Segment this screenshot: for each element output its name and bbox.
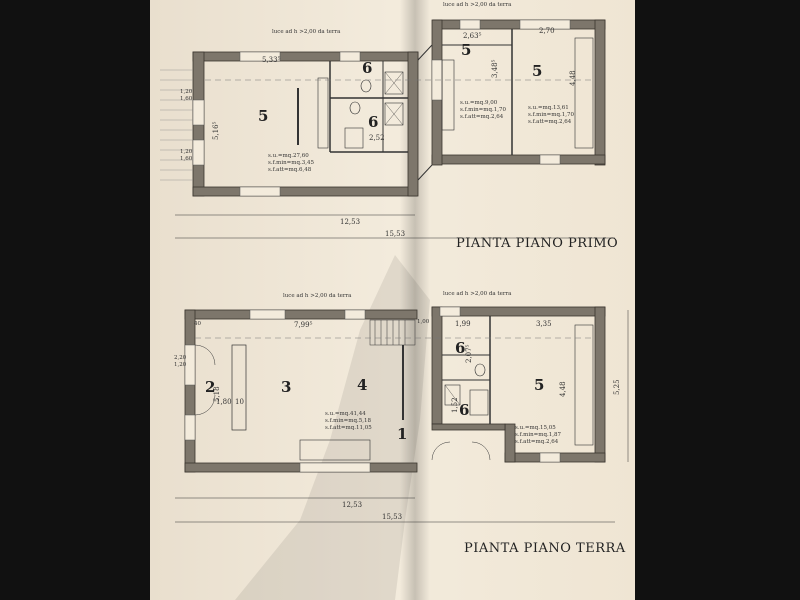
dimension-label: 2,63⁵ <box>463 32 482 40</box>
dimension-label: 1,99 <box>455 320 471 328</box>
room-number: 5 <box>461 41 472 59</box>
dimension-label: 4,48 <box>569 70 577 86</box>
ground-floor-plan <box>175 306 629 523</box>
dimension-label: 1,20 <box>180 149 193 155</box>
area-stats: s.u.=mq.41,44 s.f.min=mq.5,18 s.f.att=mq… <box>325 411 372 431</box>
dimension-label: 1,20 <box>180 89 193 95</box>
room-number: 2 <box>205 378 216 396</box>
wall <box>432 19 606 30</box>
wall <box>192 186 418 197</box>
dimension-label: 2,52 <box>369 134 385 142</box>
room-number: 6 <box>362 59 373 77</box>
wall <box>184 309 418 320</box>
dimension-label: 1,52 <box>451 397 459 413</box>
dimension-label: 2,20 <box>174 355 187 361</box>
ground-floor-title: PIANTA PIANO TERRA <box>464 541 626 556</box>
room-number: 3 <box>281 378 292 396</box>
light-note: luce ad h >2,00 da terra <box>443 291 512 297</box>
first-floor-title: PIANTA PIANO PRIMO <box>456 236 619 251</box>
light-note: luce ad h >2,00 da terra <box>443 2 512 8</box>
dimension-label: 1,00 <box>417 319 430 325</box>
light-note: luce ad h >2,00 da terra <box>283 293 352 299</box>
dimension-label: 2,70 <box>539 27 555 35</box>
room-number: 5 <box>258 107 269 125</box>
dimension-label: 3,35 <box>536 320 552 328</box>
room-number: 6 <box>368 113 379 131</box>
dimension-label: 1,60 <box>180 156 193 162</box>
room-number: 6 <box>455 339 466 357</box>
dimension-label: 5,16⁵ <box>212 121 220 140</box>
dimension-label: 12,53 <box>340 218 361 226</box>
dimension-label: 40 <box>194 321 201 327</box>
wall <box>594 19 606 166</box>
area-stats: s.u.=mq.13,61 s.f.min=mq.1,70 s.f.att=mq… <box>528 105 575 125</box>
dimension-label: 12,53 <box>342 501 363 509</box>
wall <box>431 306 443 425</box>
area-stats: s.u.=mq.15,05 s.f.min=mq.1,87 s.f.att=mq… <box>515 425 562 445</box>
wall <box>594 306 606 463</box>
wall <box>504 423 516 463</box>
dimension-label: 15,53 <box>382 513 403 521</box>
dimension-label: 1,60 <box>180 96 193 102</box>
room-number: 5 <box>534 376 545 394</box>
paper-sheet <box>150 0 635 600</box>
dimension-label: 10 <box>235 398 244 406</box>
dimension-label: 1,20 <box>174 362 187 368</box>
dimension-label: 4,48 <box>559 381 567 397</box>
room-number: 1 <box>397 425 408 443</box>
wall <box>431 423 506 431</box>
wall <box>407 51 419 197</box>
dimension-label: 15,53 <box>385 230 406 238</box>
dimension-label: 2,07⁵ <box>465 344 473 363</box>
dimension-label: 5,33⁵ <box>262 56 281 64</box>
first-floor-plan <box>160 19 615 239</box>
wall <box>192 51 419 62</box>
room-number: 4 <box>357 376 368 394</box>
room-number: 5 <box>532 62 543 80</box>
dimension-label: 1,80 <box>216 398 232 406</box>
room-number: 6 <box>459 401 470 419</box>
wall <box>184 309 196 473</box>
light-note: luce ad h >2,00 da terra <box>272 29 341 35</box>
dimension-label: 3,48⁵ <box>491 59 499 78</box>
dimension-label: 5,25 <box>613 379 621 395</box>
wall <box>431 154 606 165</box>
area-stats: s.u.=mq.27,60 s.f.min=mq.3,45 s.f.att=mq… <box>268 153 315 173</box>
area-stats: s.u.=mq.9,00 s.f.min=mq.1,70 s.f.att=mq.… <box>460 100 507 120</box>
dimension-label: 7,99⁵ <box>294 321 313 329</box>
